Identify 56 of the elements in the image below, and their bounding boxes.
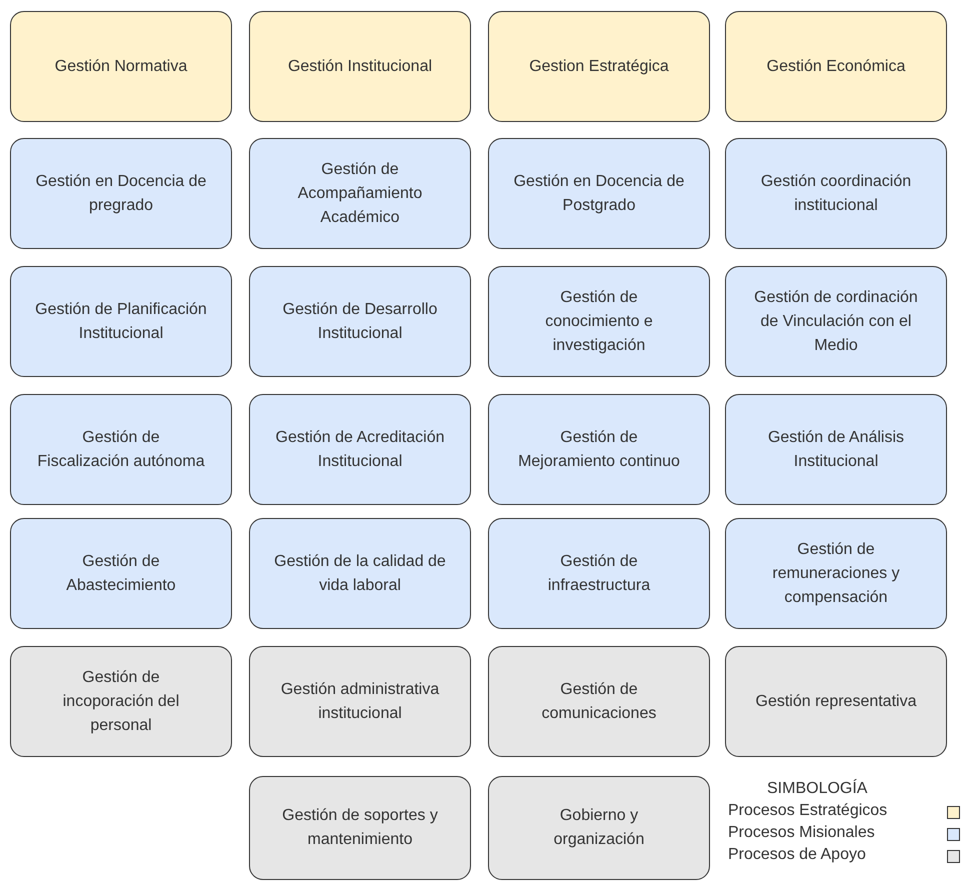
process-label: Gestion Estratégica [529,56,669,76]
process-box [725,518,947,629]
process-box [488,518,710,629]
process-box [249,11,471,122]
process-label: Gestión Económica [766,56,906,76]
process-label: Gestión en Docencia de pregrado [35,172,207,216]
process-box [725,646,947,757]
process-box [10,138,232,249]
process-box [725,138,947,249]
process-label: Gestión en Docencia de Postgrado [513,172,685,216]
process-box [10,646,232,757]
process-label: Gestión de Abastecimiento [65,552,177,596]
process-box [10,266,232,377]
process-box [725,394,947,505]
process-label: Gestión de conocimiento e investigación [544,288,654,356]
process-box [249,394,471,505]
process-box [488,394,710,505]
legend-text: Procesos de Apoyo [728,846,866,864]
process-label: Gestión Normativa [54,56,188,76]
process-box [488,138,710,249]
process-label: Gestión de soportes y mantenimiento [281,806,439,850]
process-label: Gestión de Mejoramiento continuo [517,428,681,472]
legend-text: Procesos Misionales [728,824,875,842]
process-box [10,518,232,629]
process-box [488,776,710,880]
process-label: Gestión de Desarrollo Institucional [282,300,438,344]
process-box [249,518,471,629]
process-label: Gestión de Acreditación Institucional [274,428,446,472]
process-label: Gestión de la calidad de vida laboral [274,552,446,596]
process-label: Gestión de remuneraciones y compensación [771,540,901,608]
process-label: Gobierno y organización [552,806,646,850]
process-box [488,646,710,757]
process-box [10,394,232,505]
process-label: Gestión de incoporación del personal [62,668,180,736]
process-label: Gestión coordinación institucional [760,172,912,216]
process-box [10,11,232,122]
legend-text: Procesos Estratégicos [728,802,888,820]
process-label: Gestión representativa [756,692,916,712]
process-box [488,266,710,377]
process-label: Gestión de Fiscalización autónoma [36,428,206,472]
process-box [249,266,471,377]
process-box [249,646,471,757]
process-label: Gestión de comunicaciones [540,680,658,724]
process-box [488,11,710,122]
process-label: Gestión Institucional [288,56,432,76]
process-label: Gestión de Acompañamiento Académico [296,160,424,228]
process-label: Gestión de Planificación Institucional [35,300,207,344]
process-label: Gestión de cordinación de Vinculación con el Medio [753,288,919,356]
process-box [249,138,471,249]
legend-title: SIMBOLOGÍA [767,780,868,798]
process-box [725,266,947,377]
process-label: Gestión de infraestructura [546,552,652,596]
process-box [725,11,947,122]
process-box [249,776,471,880]
process-label: Gestión administrativa institucional [280,680,440,724]
process-label: Gestión de Análisis Institucional [766,428,906,472]
